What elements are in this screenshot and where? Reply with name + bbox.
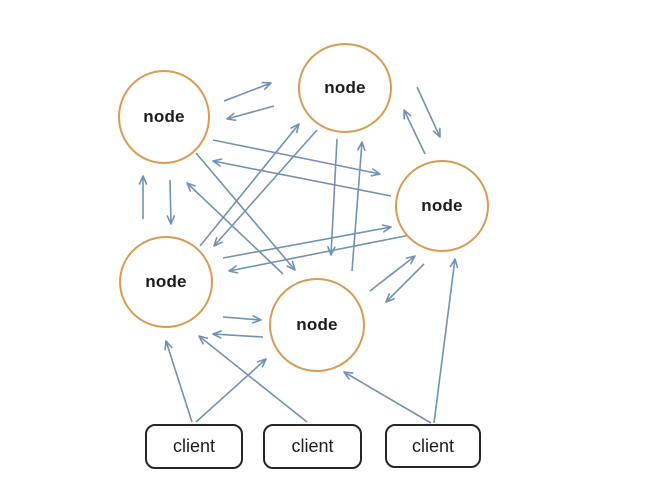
node-top-center: node: [298, 43, 392, 133]
arrow-node-top-left-to-node-bottom-center: [195, 152, 296, 271]
node-mid-left: node: [119, 236, 213, 328]
node-label: node: [421, 196, 463, 215]
arrow-client-left-to-node-mid-left: [164, 340, 193, 423]
arrow-node-bottom-center-to-node-right: [369, 255, 416, 292]
client-right: client: [385, 424, 481, 468]
node-top-left: node: [118, 70, 210, 164]
arrow-node-right-to-node-top-left: [212, 158, 392, 197]
arrow-node-right-to-node-top-center: [403, 109, 426, 155]
client-label: client: [172, 436, 216, 456]
arrow-node-right-to-node-bottom-center: [385, 263, 425, 303]
node-right: node: [395, 160, 489, 252]
arrow-node-right-to-node-mid-left: [228, 234, 411, 274]
arrow-node-top-center-to-node-right: [416, 86, 441, 138]
arrow-node-top-left-to-node-mid-left: [166, 179, 176, 225]
arrow-client-left-to-node-bottom-center: [195, 358, 267, 423]
arrow-node-bottom-center-to-node-mid-left: [212, 330, 264, 339]
node-label: node: [143, 107, 185, 126]
arrow-client-center-to-node-mid-left: [198, 335, 308, 423]
client-label: client: [411, 435, 455, 456]
client-left: client: [145, 424, 243, 469]
arrow-node-mid-left-to-node-bottom-center: [222, 315, 262, 324]
node-label: node: [145, 272, 187, 291]
node-bottom-center: node: [269, 278, 365, 372]
client-label: client: [291, 436, 334, 456]
arrow-node-top-left-to-node-top-center: [223, 81, 272, 102]
arrow-node-bottom-center-to-node-top-left: [186, 182, 284, 275]
arrow-node-top-center-to-node-mid-left: [213, 129, 318, 247]
node-label: node: [324, 78, 366, 97]
arrow-node-top-left-to-node-right: [212, 139, 381, 177]
arrow-node-top-center-to-node-bottom-center: [327, 138, 338, 256]
arrow-client-right-to-node-bottom-center: [343, 371, 432, 424]
arrow-node-top-center-to-node-top-left: [226, 105, 275, 122]
node-label: node: [296, 315, 338, 334]
arrow-client-right-to-node-right: [433, 258, 459, 424]
arrow-node-mid-left-to-node-top-center: [199, 123, 300, 247]
arrow-node-bottom-center-to-node-top-center: [351, 141, 366, 272]
arrow-node-mid-left-to-node-right: [222, 224, 392, 259]
client-center: client: [263, 424, 362, 469]
